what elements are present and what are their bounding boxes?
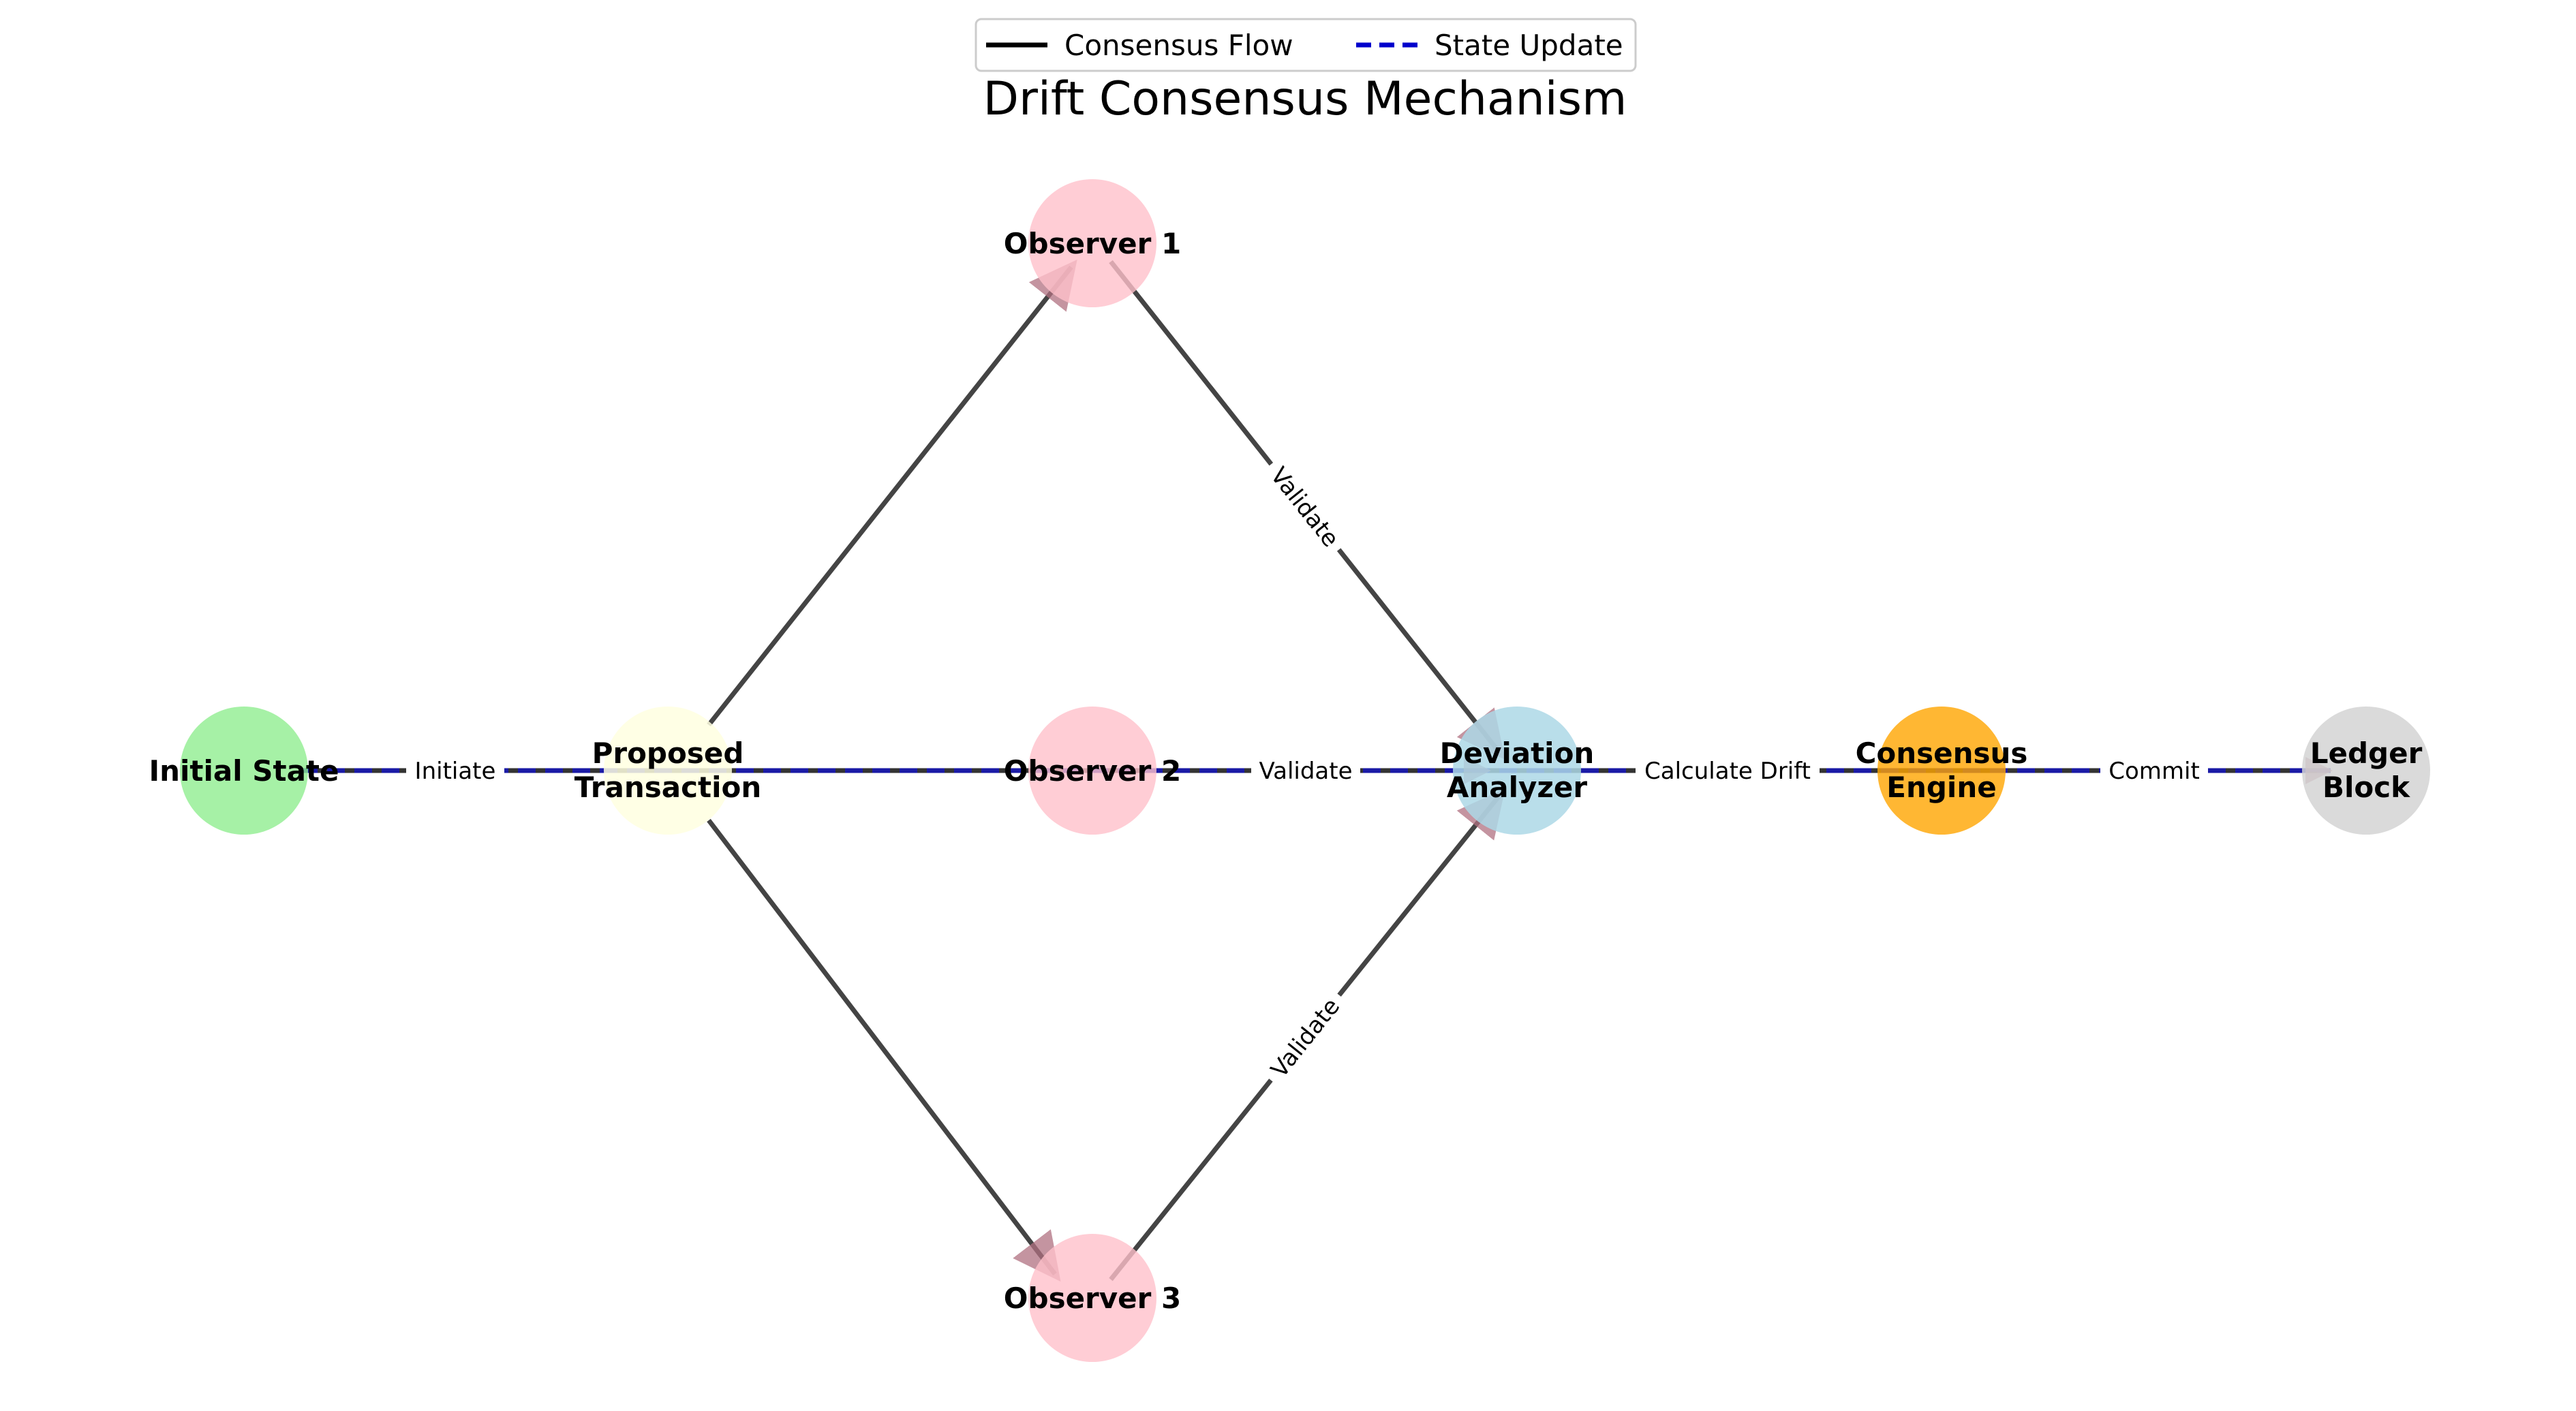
node-consensus-engine[interactable]: Consensus Engine bbox=[1856, 707, 2028, 835]
node-observer-1[interactable]: Observer 1 bbox=[1004, 179, 1181, 307]
diagram-title: Drift Consensus Mechanism bbox=[983, 72, 1627, 126]
svg-text:Validate: Validate bbox=[1259, 758, 1352, 785]
node-initial-state[interactable]: Initial State bbox=[149, 707, 339, 835]
node-observer-2-label: Observer 2 bbox=[1004, 754, 1181, 788]
legend: Consensus Flow State Update bbox=[975, 18, 1637, 72]
node-initial-state-label: Initial State bbox=[149, 754, 339, 788]
edge-label-initiate: Initiate bbox=[406, 752, 504, 789]
node-proposed-transaction-label-line1: Proposed bbox=[592, 736, 744, 770]
node-deviation-analyzer-label-line2: Analyzer bbox=[1447, 771, 1587, 804]
svg-text:Validate: Validate bbox=[1265, 463, 1344, 553]
node-ledger-block-label-line2: Block bbox=[2322, 771, 2410, 804]
edge-label-validate-middle: Validate bbox=[1251, 752, 1360, 789]
node-observer-1-label: Observer 1 bbox=[1004, 227, 1181, 260]
legend-box bbox=[975, 18, 1637, 72]
svg-text:Calculate Drift: Calculate Drift bbox=[1644, 758, 1811, 785]
node-consensus-engine-label-line1: Consensus bbox=[1856, 736, 2028, 770]
nodes: Initial State Proposed Transaction Obser… bbox=[149, 179, 2430, 1362]
node-observer-3[interactable]: Observer 3 bbox=[1004, 1234, 1181, 1362]
node-proposed-transaction-label-line2: Transaction bbox=[574, 771, 761, 804]
edge-label-validate-lower: Validate bbox=[1256, 983, 1354, 1092]
node-consensus-engine-label-line2: Engine bbox=[1886, 771, 1996, 804]
svg-text:Validate: Validate bbox=[1266, 993, 1345, 1083]
node-deviation-analyzer-label-line1: Deviation bbox=[1440, 736, 1595, 770]
svg-text:Commit: Commit bbox=[2109, 758, 2200, 785]
edge-proposed-to-observer-1 bbox=[707, 260, 1077, 727]
svg-text:Initiate: Initiate bbox=[415, 758, 496, 785]
edge-label-calculate-drift: Calculate Drift bbox=[1636, 752, 1820, 789]
node-observer-3-label: Observer 3 bbox=[1004, 1282, 1181, 1315]
node-ledger-block-label-line1: Ledger bbox=[2310, 736, 2423, 770]
edge-label-validate-upper: Validate bbox=[1257, 452, 1353, 561]
legend-state-update-label: State Update bbox=[1435, 29, 1623, 62]
edge-label-commit: Commit bbox=[2100, 752, 2208, 789]
node-observer-2[interactable]: Observer 2 bbox=[1004, 707, 1181, 835]
legend-consensus-flow-label: Consensus Flow bbox=[1064, 29, 1293, 62]
node-ledger-block[interactable]: Ledger Block bbox=[2302, 707, 2430, 835]
node-deviation-analyzer[interactable]: Deviation Analyzer bbox=[1440, 707, 1595, 835]
edge-proposed-to-observer-3 bbox=[707, 818, 1061, 1282]
node-proposed-transaction[interactable]: Proposed Transaction bbox=[574, 707, 761, 835]
